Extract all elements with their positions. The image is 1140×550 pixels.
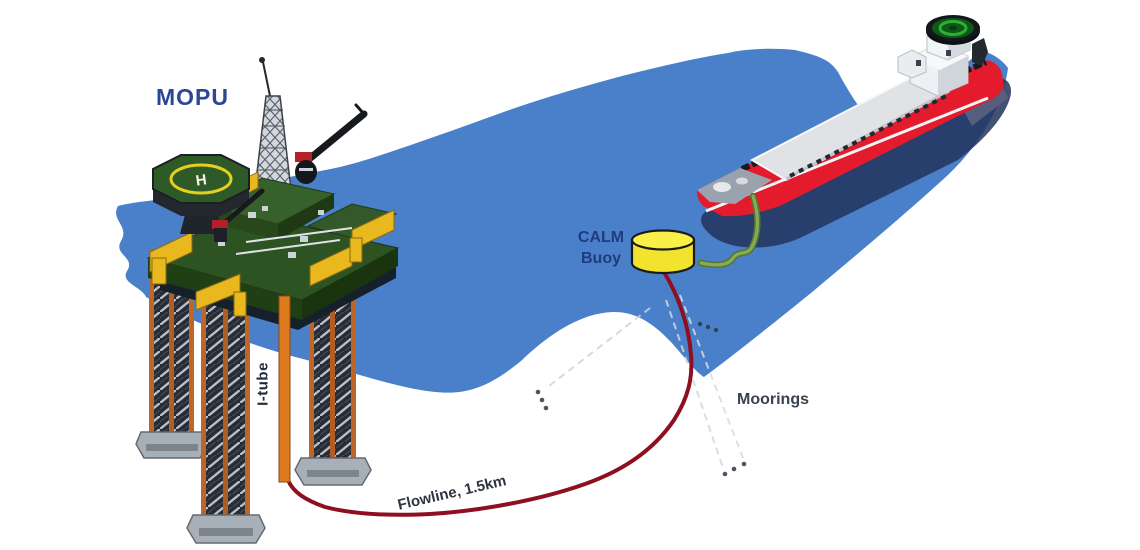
mooring-line-right-1	[665, 299, 724, 469]
deck-module-face-right	[278, 194, 334, 240]
crane-boom-right	[295, 103, 368, 184]
mopu-platform: H	[135, 57, 400, 544]
helideck-h-marking: H	[195, 171, 208, 189]
calm-buoy	[630, 229, 696, 275]
helideck-rim	[153, 189, 249, 216]
i-tube	[278, 295, 291, 483]
derrick	[253, 57, 293, 199]
mooring-anchor-dots-top	[697, 321, 719, 333]
mooring-anchor-dots-left	[535, 389, 549, 411]
flowline-pipe	[286, 270, 694, 517]
mopu-label: MOPU	[156, 84, 229, 110]
crane-left	[212, 188, 265, 242]
helideck-circle	[169, 163, 233, 195]
leg-center	[186, 295, 266, 544]
deck-equipment	[218, 206, 324, 258]
hatch-shade-line	[785, 90, 948, 181]
calm-buoy-label-line1: CALM	[577, 229, 625, 246]
mooring-lines	[535, 294, 747, 477]
buoy-top	[630, 229, 696, 251]
mooring-line-left	[548, 307, 651, 387]
leg-right	[294, 290, 372, 486]
deck-side-right	[302, 248, 398, 320]
spud-can-left	[135, 431, 209, 459]
mooring-anchor-dots-bottom	[722, 461, 747, 477]
tanker-bow-deck	[697, 168, 772, 204]
helideck-ring	[938, 20, 968, 36]
bow-deck-gear-2	[736, 177, 748, 185]
calm-buoy-label: CALM Buoy	[568, 227, 634, 269]
helideck-surface	[152, 154, 250, 204]
spud-can-right	[294, 457, 372, 486]
mooring-line-right-2	[679, 294, 744, 459]
bow-deck-gear	[713, 182, 731, 192]
spud-can-center	[186, 514, 266, 544]
shuttle-tanker	[696, 15, 1012, 248]
i-tube-label: I-tube	[254, 362, 272, 406]
calm-buoy-label-line2: Buoy	[581, 250, 621, 267]
tanker-helideck	[926, 15, 980, 45]
moorings-label: Moorings	[737, 391, 809, 408]
deck-module-right	[306, 203, 398, 239]
hose-inner	[699, 194, 759, 267]
funnel	[972, 38, 988, 66]
deck-pipes	[235, 227, 353, 255]
floating-hose	[697, 192, 761, 269]
